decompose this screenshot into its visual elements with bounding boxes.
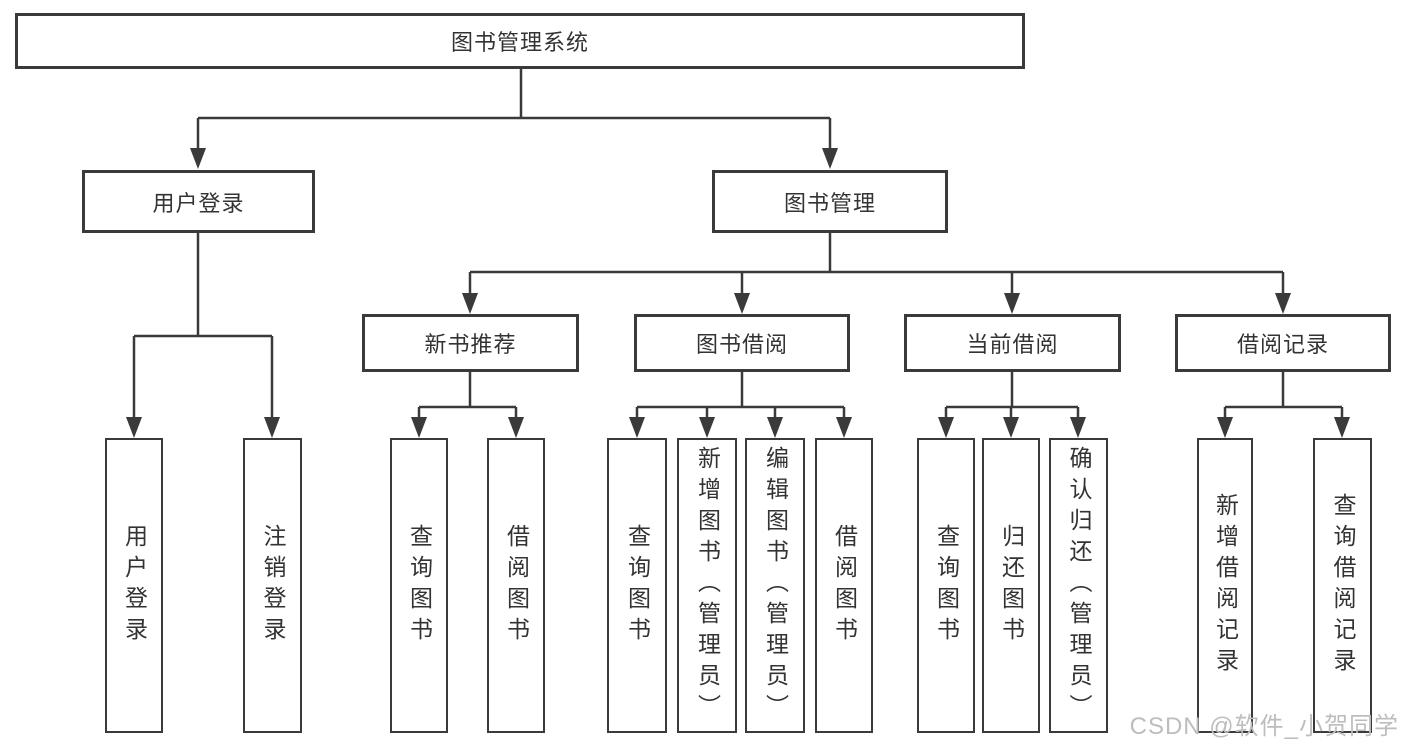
leaf-borrow-books-recommend: 借阅图书 — [487, 438, 545, 733]
leaf-query-books-borrow: 查询图书 — [607, 438, 667, 733]
leaf-user-login: 用户登录 — [105, 438, 163, 733]
node-label: 借阅记录 — [1236, 332, 1329, 357]
node-label: 图书管理 — [783, 190, 876, 216]
node-label: 新增图书（管理员） — [694, 446, 721, 725]
node-label: 新书推荐 — [424, 332, 517, 357]
node-label: 注销登录 — [260, 523, 286, 648]
node-user-login-branch: 用户登录 — [82, 170, 315, 233]
leaf-add-borrow-record: 新增借阅记录 — [1197, 438, 1253, 733]
leaf-query-books-current: 查询图书 — [917, 438, 975, 733]
node-book-management-branch: 图书管理 — [712, 170, 948, 233]
node-borrow-record: 借阅记录 — [1175, 314, 1391, 372]
node-book-borrow: 图书借阅 — [634, 314, 850, 372]
node-label: 编辑图书（管理员） — [762, 446, 789, 725]
node-library-management-system: 图书管理系统 — [15, 13, 1025, 69]
node-label: 图书管理系统 — [450, 30, 589, 55]
node-label: 图书借阅 — [695, 332, 788, 357]
node-label: 借阅图书 — [503, 523, 530, 648]
node-label: 新增借阅记录 — [1212, 492, 1239, 679]
leaf-logout: 注销登录 — [243, 438, 302, 733]
node-label: 查询借阅记录 — [1330, 492, 1356, 679]
node-label: 查询图书 — [406, 523, 433, 648]
node-current-borrow: 当前借阅 — [904, 314, 1121, 372]
leaf-confirm-return-admin: 确认归还（管理员） — [1049, 438, 1108, 733]
node-label: 确认归还（管理员） — [1066, 446, 1092, 725]
leaf-return-books: 归还图书 — [982, 438, 1040, 733]
csdn-watermark: CSDN @软件_小贺同学 — [1129, 713, 1399, 740]
node-label: 用户登录 — [152, 190, 245, 216]
node-label: 查询图书 — [624, 523, 651, 648]
leaf-borrow-books: 借阅图书 — [815, 438, 873, 733]
leaf-query-books-recommend: 查询图书 — [390, 438, 448, 733]
node-label: 借阅图书 — [831, 523, 858, 648]
node-label: 当前借阅 — [966, 332, 1059, 357]
leaf-query-borrow-record: 查询借阅记录 — [1313, 438, 1372, 733]
node-label: 查询图书 — [933, 523, 960, 648]
leaf-add-books-admin: 新增图书（管理员） — [677, 438, 737, 733]
node-label: 用户登录 — [121, 523, 148, 648]
node-new-book-recommend: 新书推荐 — [362, 314, 579, 372]
node-label: 归还图书 — [998, 523, 1025, 648]
leaf-edit-books-admin: 编辑图书（管理员） — [745, 438, 805, 733]
